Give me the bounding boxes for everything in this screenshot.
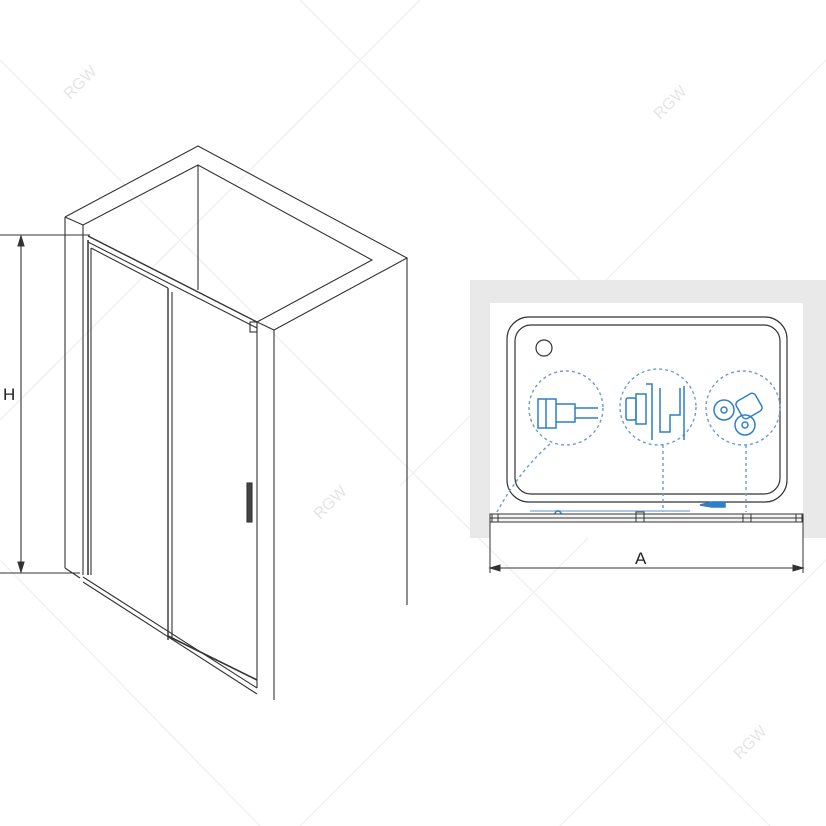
arrow-up-icon — [17, 234, 25, 247]
detail-circle-guide — [619, 368, 697, 446]
guide-detail-icon — [625, 383, 685, 440]
arrow-right-icon — [792, 564, 805, 572]
wall-profile-detail-icon — [537, 398, 598, 429]
height-label: H — [3, 385, 15, 404]
watermark-logo: RGW — [61, 63, 101, 103]
watermark-logo: RGW — [311, 483, 351, 523]
width-dimension — [488, 522, 805, 573]
top-rail — [87, 235, 258, 323]
arrow-down-icon — [17, 561, 25, 574]
watermark-logo: RGW — [651, 83, 691, 123]
door-rail-plan — [489, 511, 804, 523]
watermark-logo: RGW — [731, 723, 771, 763]
bottom-rail — [82, 576, 258, 689]
wall-top-outline — [64, 145, 409, 331]
shower-tray-outer — [506, 316, 788, 503]
drain-icon — [535, 339, 553, 357]
door-handle — [246, 482, 253, 523]
detail-circle-roller — [705, 370, 781, 446]
slide-direction-arrow-icon — [699, 501, 726, 508]
detail-circle-wall-profile — [528, 370, 604, 446]
roller-detail-icon — [713, 392, 763, 436]
width-label: A — [635, 549, 647, 568]
isometric-shower-enclosure — [0, 145, 409, 700]
wall-inner-opening — [82, 164, 374, 323]
arrow-left-icon — [488, 564, 501, 572]
plan-view — [470, 280, 826, 573]
